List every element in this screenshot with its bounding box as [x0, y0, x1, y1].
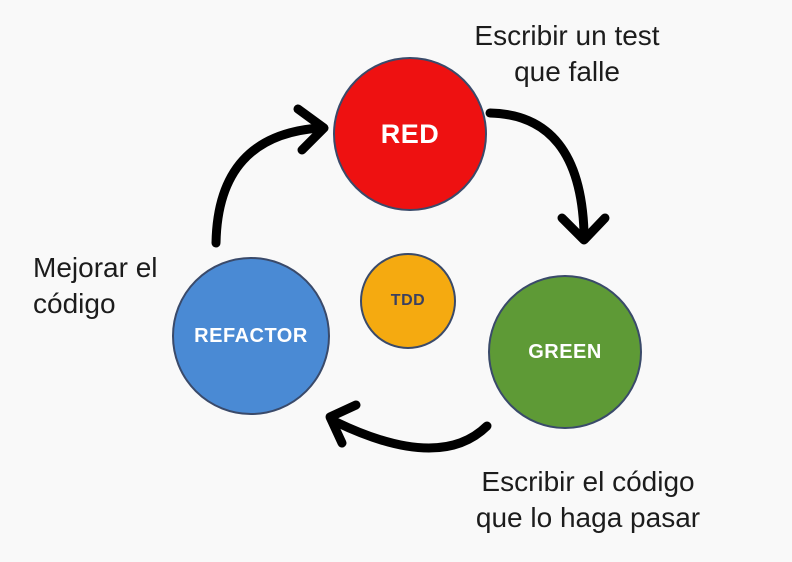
red-caption-line-1: Escribir un test [474, 20, 660, 51]
green-caption: Escribir el código que lo haga pasar [462, 464, 714, 536]
green-caption-line-1: Escribir el código [481, 466, 695, 497]
arrowhead-green-to-refactor [325, 400, 361, 448]
arrow-red-to-green [485, 108, 589, 237]
refactor-caption-line-1: Mejorar el [33, 252, 158, 283]
refactor-caption: Mejorar el código [33, 250, 157, 322]
green-caption-line-2: que lo haga pasar [475, 502, 701, 533]
red-caption: Escribir un test que falle [452, 18, 682, 90]
green-node-label: GREEN [528, 340, 602, 363]
arrow-refactor-to-red [211, 123, 325, 248]
red-node-label: RED [380, 118, 440, 149]
tdd-center-node: TDD [360, 253, 456, 349]
arrowhead-red-to-green [557, 213, 610, 245]
arrowhead-refactor-to-red [293, 104, 329, 155]
green-node: GREEN [488, 275, 642, 429]
tdd-node-label: TDD [390, 292, 426, 309]
red-node: RED [333, 57, 487, 211]
refactor-node: REFACTOR [172, 257, 330, 415]
red-caption-line-2: que falle [514, 56, 620, 87]
refactor-caption-line-2: código [33, 288, 116, 319]
refactor-node-label: REFACTOR [194, 324, 308, 347]
arrow-green-to-refactor [331, 417, 492, 453]
